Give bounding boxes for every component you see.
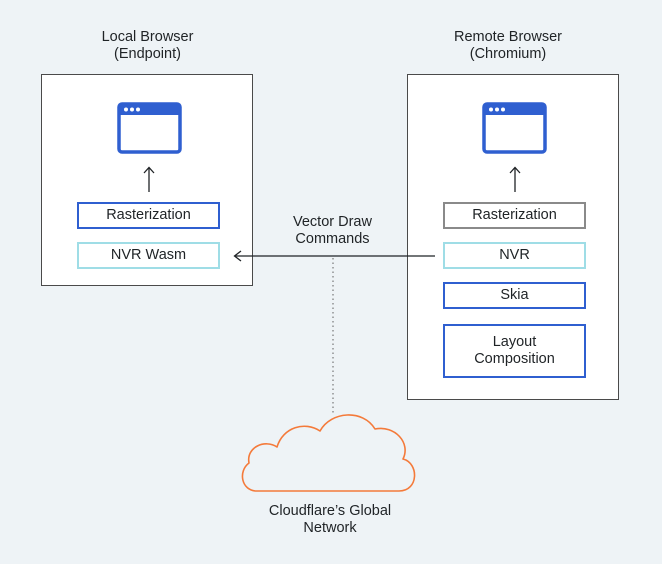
- remote-layout-composition-box: Layout Composition: [443, 324, 586, 378]
- local-browser-title: Local Browser (Endpoint): [101, 29, 194, 62]
- browser-window-icon: [482, 102, 547, 154]
- remote-rasterization-box: Rasterization: [443, 202, 586, 229]
- remote-skia-box: Skia: [443, 282, 586, 309]
- browser-window-icon: [117, 102, 182, 154]
- dotted-connector: [332, 258, 334, 414]
- cloudflare-network-label: Cloudflare’s Global Network: [268, 503, 392, 536]
- left-arrow-icon: [233, 250, 435, 262]
- remote-browser-title: Remote Browser (Chromium): [454, 29, 562, 62]
- remote-nvr-box: NVR: [443, 242, 586, 269]
- cloud-icon: [241, 414, 416, 492]
- up-arrow-icon: [143, 166, 155, 192]
- vector-draw-commands-label: Vector Draw Commands: [293, 214, 372, 247]
- local-nvr-wasm-box: NVR Wasm: [77, 242, 220, 269]
- local-rasterization-box: Rasterization: [77, 202, 220, 229]
- up-arrow-icon: [509, 166, 521, 192]
